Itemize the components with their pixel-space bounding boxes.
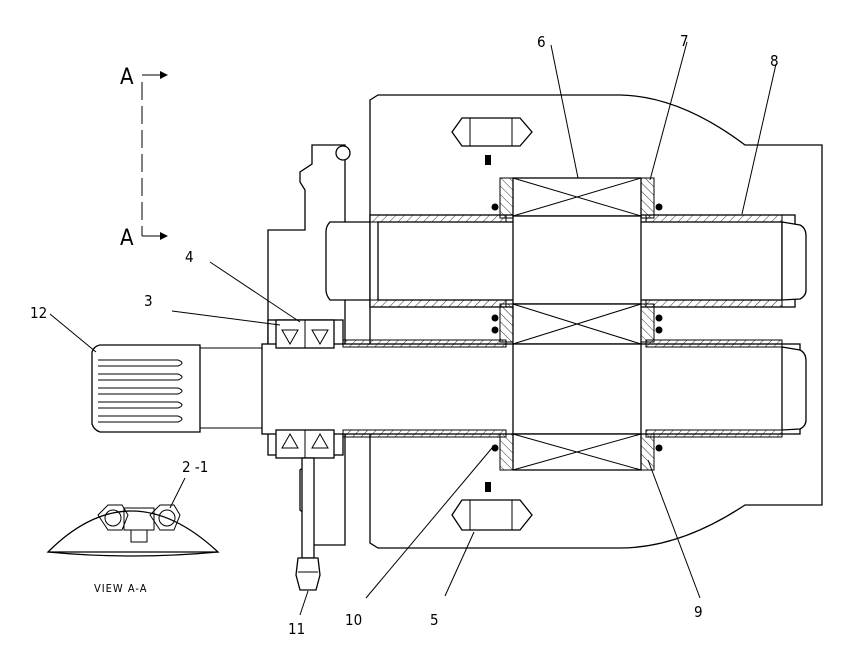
callout-9: 9 [694, 603, 703, 621]
callout-numbers: 2 -1 3 4 5 6 7 8 9 10 11 12 [30, 32, 779, 638]
bearing-lower [275, 429, 335, 459]
wear-plates [499, 177, 655, 471]
dowel-upper [451, 117, 533, 147]
section-mark-top: A [120, 65, 134, 90]
section-mark-bottom: A [120, 226, 134, 251]
callout-10: 10 [345, 611, 362, 629]
splined-shaft [91, 344, 262, 433]
callout-6: 6 [537, 33, 546, 51]
pump-housing [369, 94, 823, 549]
dowel-lower [451, 499, 533, 531]
gear-lower [512, 343, 642, 471]
callout-3: 3 [144, 292, 153, 310]
gear-upper [512, 177, 642, 345]
callout-8: 8 [770, 52, 779, 70]
callout-2: 2 -1 [182, 458, 208, 476]
callout-4: 4 [185, 248, 194, 266]
dowel-pin [335, 145, 351, 161]
callout-7: 7 [680, 32, 689, 50]
callout-11: 11 [288, 620, 305, 638]
callout-5: 5 [430, 611, 439, 629]
view-label: VIEW A-A [94, 582, 148, 595]
flange-bolt [295, 457, 321, 591]
bearing-upper [275, 319, 335, 349]
o-ring-seals [485, 155, 663, 492]
section-line: A A [120, 65, 168, 251]
leader-lines [49, 41, 777, 616]
view-a-a-inset: VIEW A-A [46, 504, 220, 595]
callout-12: 12 [30, 304, 47, 322]
